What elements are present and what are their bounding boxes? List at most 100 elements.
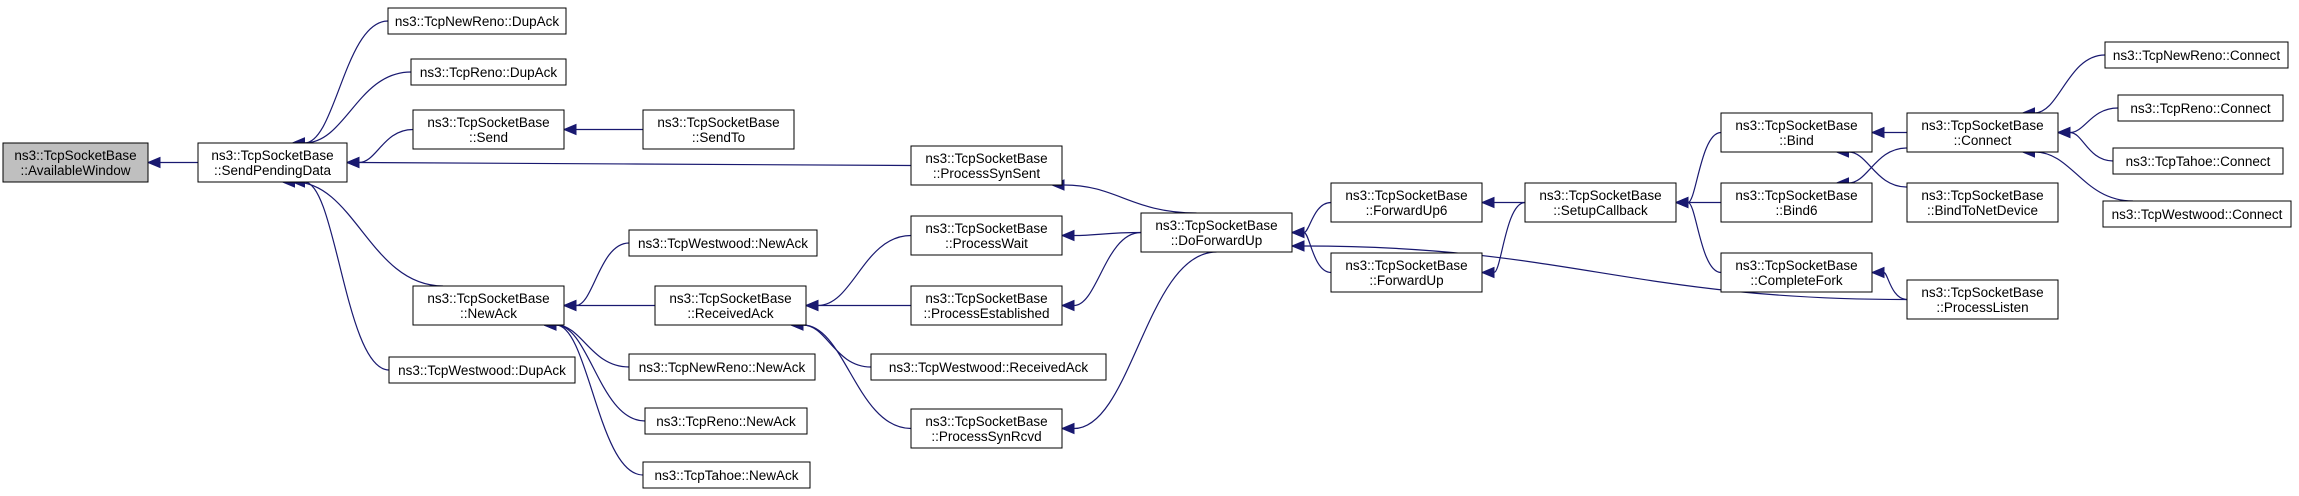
node-label: ns3::TcpSocketBase: [427, 291, 549, 306]
edge-setup-callback-to-forward-up: [1480, 201, 1526, 279]
node-label: ::Send: [469, 130, 508, 145]
node-box: [387, 7, 567, 35]
node-westwood-connect[interactable]: ns3::TcpWestwood::Connect: [2102, 200, 2292, 228]
edge-setup-callback-to-forward-up6: [1480, 196, 1525, 209]
node-label: ns3::TcpSocketBase: [1345, 258, 1467, 273]
edge-line: [2034, 151, 2134, 202]
node-box: [1906, 112, 2059, 153]
arrowhead-icon: [1674, 196, 1689, 209]
node-process-established[interactable]: ns3::TcpSocketBase::ProcessEstablished: [910, 285, 1063, 326]
node-box: [1330, 182, 1483, 223]
node-label: ::ProcessWait: [945, 236, 1028, 251]
node-box: [388, 356, 576, 384]
node-label: ns3::TcpSocketBase: [925, 414, 1047, 429]
node-box: [2104, 41, 2289, 69]
node-westwood-newack[interactable]: ns3::TcpWestwood::NewAck: [628, 229, 818, 257]
arrowhead-icon: [1290, 240, 1305, 252]
node-process-syn-rcvd[interactable]: ns3::TcpSocketBase::ProcessSynRcvd: [910, 408, 1063, 449]
node-box: [2117, 94, 2284, 122]
edge-line: [1883, 271, 1908, 301]
node-label: ns3::TcpTahoe::Connect: [2126, 154, 2271, 169]
arrowhead-icon: [804, 299, 819, 312]
edge-do-forward-up-to-process-wait: [1060, 229, 1142, 242]
node-new-ack[interactable]: ns3::TcpSocketBase::NewAck: [412, 285, 565, 326]
node-bind[interactable]: ns3::TcpSocketBase::Bind: [1720, 112, 1873, 153]
node-tahoe-newack[interactable]: ns3::TcpTahoe::NewAck: [642, 461, 811, 489]
node-westwood-receivedack[interactable]: ns3::TcpWestwood::ReceivedAck: [870, 353, 1107, 381]
node-bind-to-net-device[interactable]: ns3::TcpSocketBase::BindToNetDevice: [1906, 182, 2059, 223]
node-label: ::SetupCallback: [1553, 203, 1648, 218]
node-label: ns3::TcpWestwood::DupAck: [398, 363, 566, 378]
node-complete-fork[interactable]: ns3::TcpSocketBase::CompleteFork: [1720, 252, 1873, 293]
node-do-forward-up[interactable]: ns3::TcpSocketBase::DoForwardUp: [1140, 212, 1293, 253]
edge-westwood-newack-to-new-ack: [562, 242, 630, 312]
node-setup-callback[interactable]: ns3::TcpSocketBase::SetupCallback: [1524, 182, 1677, 223]
node-process-syn-sent[interactable]: ns3::TcpSocketBase::ProcessSynSent: [910, 145, 1063, 186]
arrowhead-icon: [562, 123, 577, 136]
edge-line: [1848, 147, 1908, 184]
edge-bind-to-setup-callback: [1674, 131, 1722, 209]
node-box: [2102, 200, 2292, 228]
node-box: [910, 145, 1063, 186]
node-reno-newack[interactable]: ns3::TcpReno::NewAck: [644, 407, 808, 435]
node-process-wait[interactable]: ns3::TcpSocketBase::ProcessWait: [910, 215, 1063, 256]
edge-process-syn-sent-to-send-pending-data: [345, 156, 912, 169]
edge-line: [1848, 151, 1908, 188]
node-label: ns3::TcpSocketBase: [669, 291, 791, 306]
node-westwood-dupack[interactable]: ns3::TcpWestwood::DupAck: [388, 356, 576, 384]
edge-line: [2069, 131, 2114, 162]
edge-do-forward-up-to-process-established: [1060, 231, 1142, 312]
edge-process-listen-to-do-forward-up: [1290, 240, 1908, 301]
node-reno-connect[interactable]: ns3::TcpReno::Connect: [2117, 94, 2284, 122]
node-box: [1330, 252, 1483, 293]
node-connect[interactable]: ns3::TcpSocketBase::Connect: [1906, 112, 2059, 153]
node-box: [628, 353, 816, 381]
node-label: ::ProcessSynRcvd: [931, 429, 1041, 444]
node-box: [642, 109, 795, 150]
node-forward-up[interactable]: ns3::TcpSocketBase::ForwardUp: [1330, 252, 1483, 293]
node-forward-up6[interactable]: ns3::TcpSocketBase::ForwardUp6: [1330, 182, 1483, 223]
node-box: [628, 229, 818, 257]
node-tahoe-connect[interactable]: ns3::TcpTahoe::Connect: [2112, 147, 2284, 175]
node-box: [910, 408, 1063, 449]
node-label: ::BindToNetDevice: [1927, 203, 2038, 218]
node-label: ::NewAck: [460, 306, 517, 321]
node-label: ::DoForwardUp: [1171, 233, 1263, 248]
node-box: [1720, 252, 1873, 293]
node-newreno-dupack[interactable]: ns3::TcpNewReno::DupAck: [387, 7, 567, 35]
node-received-ack[interactable]: ns3::TcpSocketBase::ReceivedAck: [654, 285, 807, 326]
node-label: ::ForwardUp: [1369, 273, 1443, 288]
edge-tahoe-newack-to-new-ack: [542, 319, 644, 476]
node-box: [1524, 182, 1677, 223]
node-label: ns3::TcpSocketBase: [211, 148, 333, 163]
node-label: ::Bind: [1779, 133, 1814, 148]
node-label: ns3::TcpNewReno::Connect: [2113, 48, 2281, 63]
node-newreno-newack[interactable]: ns3::TcpNewReno::NewAck: [628, 353, 816, 381]
node-label: ns3::TcpWestwood::ReceivedAck: [889, 360, 1089, 375]
node-label: ::Connect: [1954, 133, 2012, 148]
edge-tahoe-connect-to-connect: [2056, 126, 2114, 162]
node-box: [642, 461, 811, 489]
nodes-layer: ns3::TcpSocketBase::AvailableWindowns3::…: [2, 7, 2292, 489]
edge-do-forward-up-to-process-syn-rcvd: [1060, 251, 1217, 435]
node-bind6[interactable]: ns3::TcpSocketBase::Bind6: [1720, 182, 1873, 223]
node-process-listen[interactable]: ns3::TcpSocketBase::ProcessListen: [1906, 279, 2059, 320]
node-send-pending-data[interactable]: ns3::TcpSocketBase::SendPendingData: [197, 142, 348, 183]
arrowhead-icon: [1290, 226, 1305, 239]
edge-line: [1073, 231, 1142, 237]
node-send[interactable]: ns3::TcpSocketBase::Send: [412, 109, 565, 150]
node-reno-dupack[interactable]: ns3::TcpReno::DupAck: [410, 58, 567, 86]
arrowhead-icon: [1060, 422, 1075, 435]
node-box: [1720, 182, 1873, 223]
node-label: ns3::TcpSocketBase: [657, 115, 779, 130]
node-label: ns3::TcpSocketBase: [1345, 188, 1467, 203]
node-newreno-connect[interactable]: ns3::TcpNewReno::Connect: [2104, 41, 2289, 69]
node-box: [870, 353, 1107, 381]
node-box: [2112, 147, 2284, 175]
node-send-to[interactable]: ns3::TcpSocketBase::SendTo: [642, 109, 795, 150]
edge-send-pending-data-to-available-window: [146, 156, 199, 169]
node-label: ::Bind6: [1775, 203, 1817, 218]
node-available-window[interactable]: ns3::TcpSocketBase::AvailableWindow: [2, 142, 149, 183]
node-label: ns3::TcpWestwood::NewAck: [638, 236, 808, 251]
edge-line: [358, 128, 414, 164]
